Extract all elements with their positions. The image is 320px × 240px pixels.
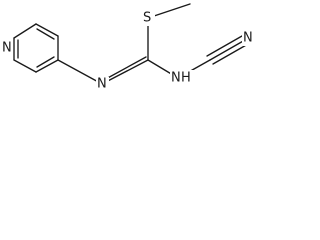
nitrile-nitrogen-label: N [243,31,253,46]
pyridine-nitrogen-label: N [2,41,12,56]
bond-imine-n-central-c [101,59,149,85]
ring-bond-c6-n1 [13,23,37,39]
atom-labels: N S N N H N [1,10,256,92]
triple-bond-line-3 [212,43,249,65]
molecule-structure-diagram: N S N N H N [1,3,256,92]
bond-imine-n-central-c-double [103,56,147,81]
ring-bond-c3-c4 [35,59,59,73]
sulfur-label: S [143,11,151,26]
pyridine-ring [13,23,59,73]
ring-bond-c5-c6 [35,23,59,37]
ring-bond-c2-c3 [13,59,37,73]
ring-bond-c5-c6-inner [36,28,55,40]
triple-bond-line-1 [209,39,246,61]
amine-nitrogen-label: N [171,71,181,86]
ring-bond-c3-c4-inner [36,56,55,68]
imine-nitrogen-label: N [97,77,107,92]
amine-hydrogen-label: H [181,71,191,86]
bond-c4-imine-n [57,59,103,85]
triple-bond-line-2 [206,35,243,57]
